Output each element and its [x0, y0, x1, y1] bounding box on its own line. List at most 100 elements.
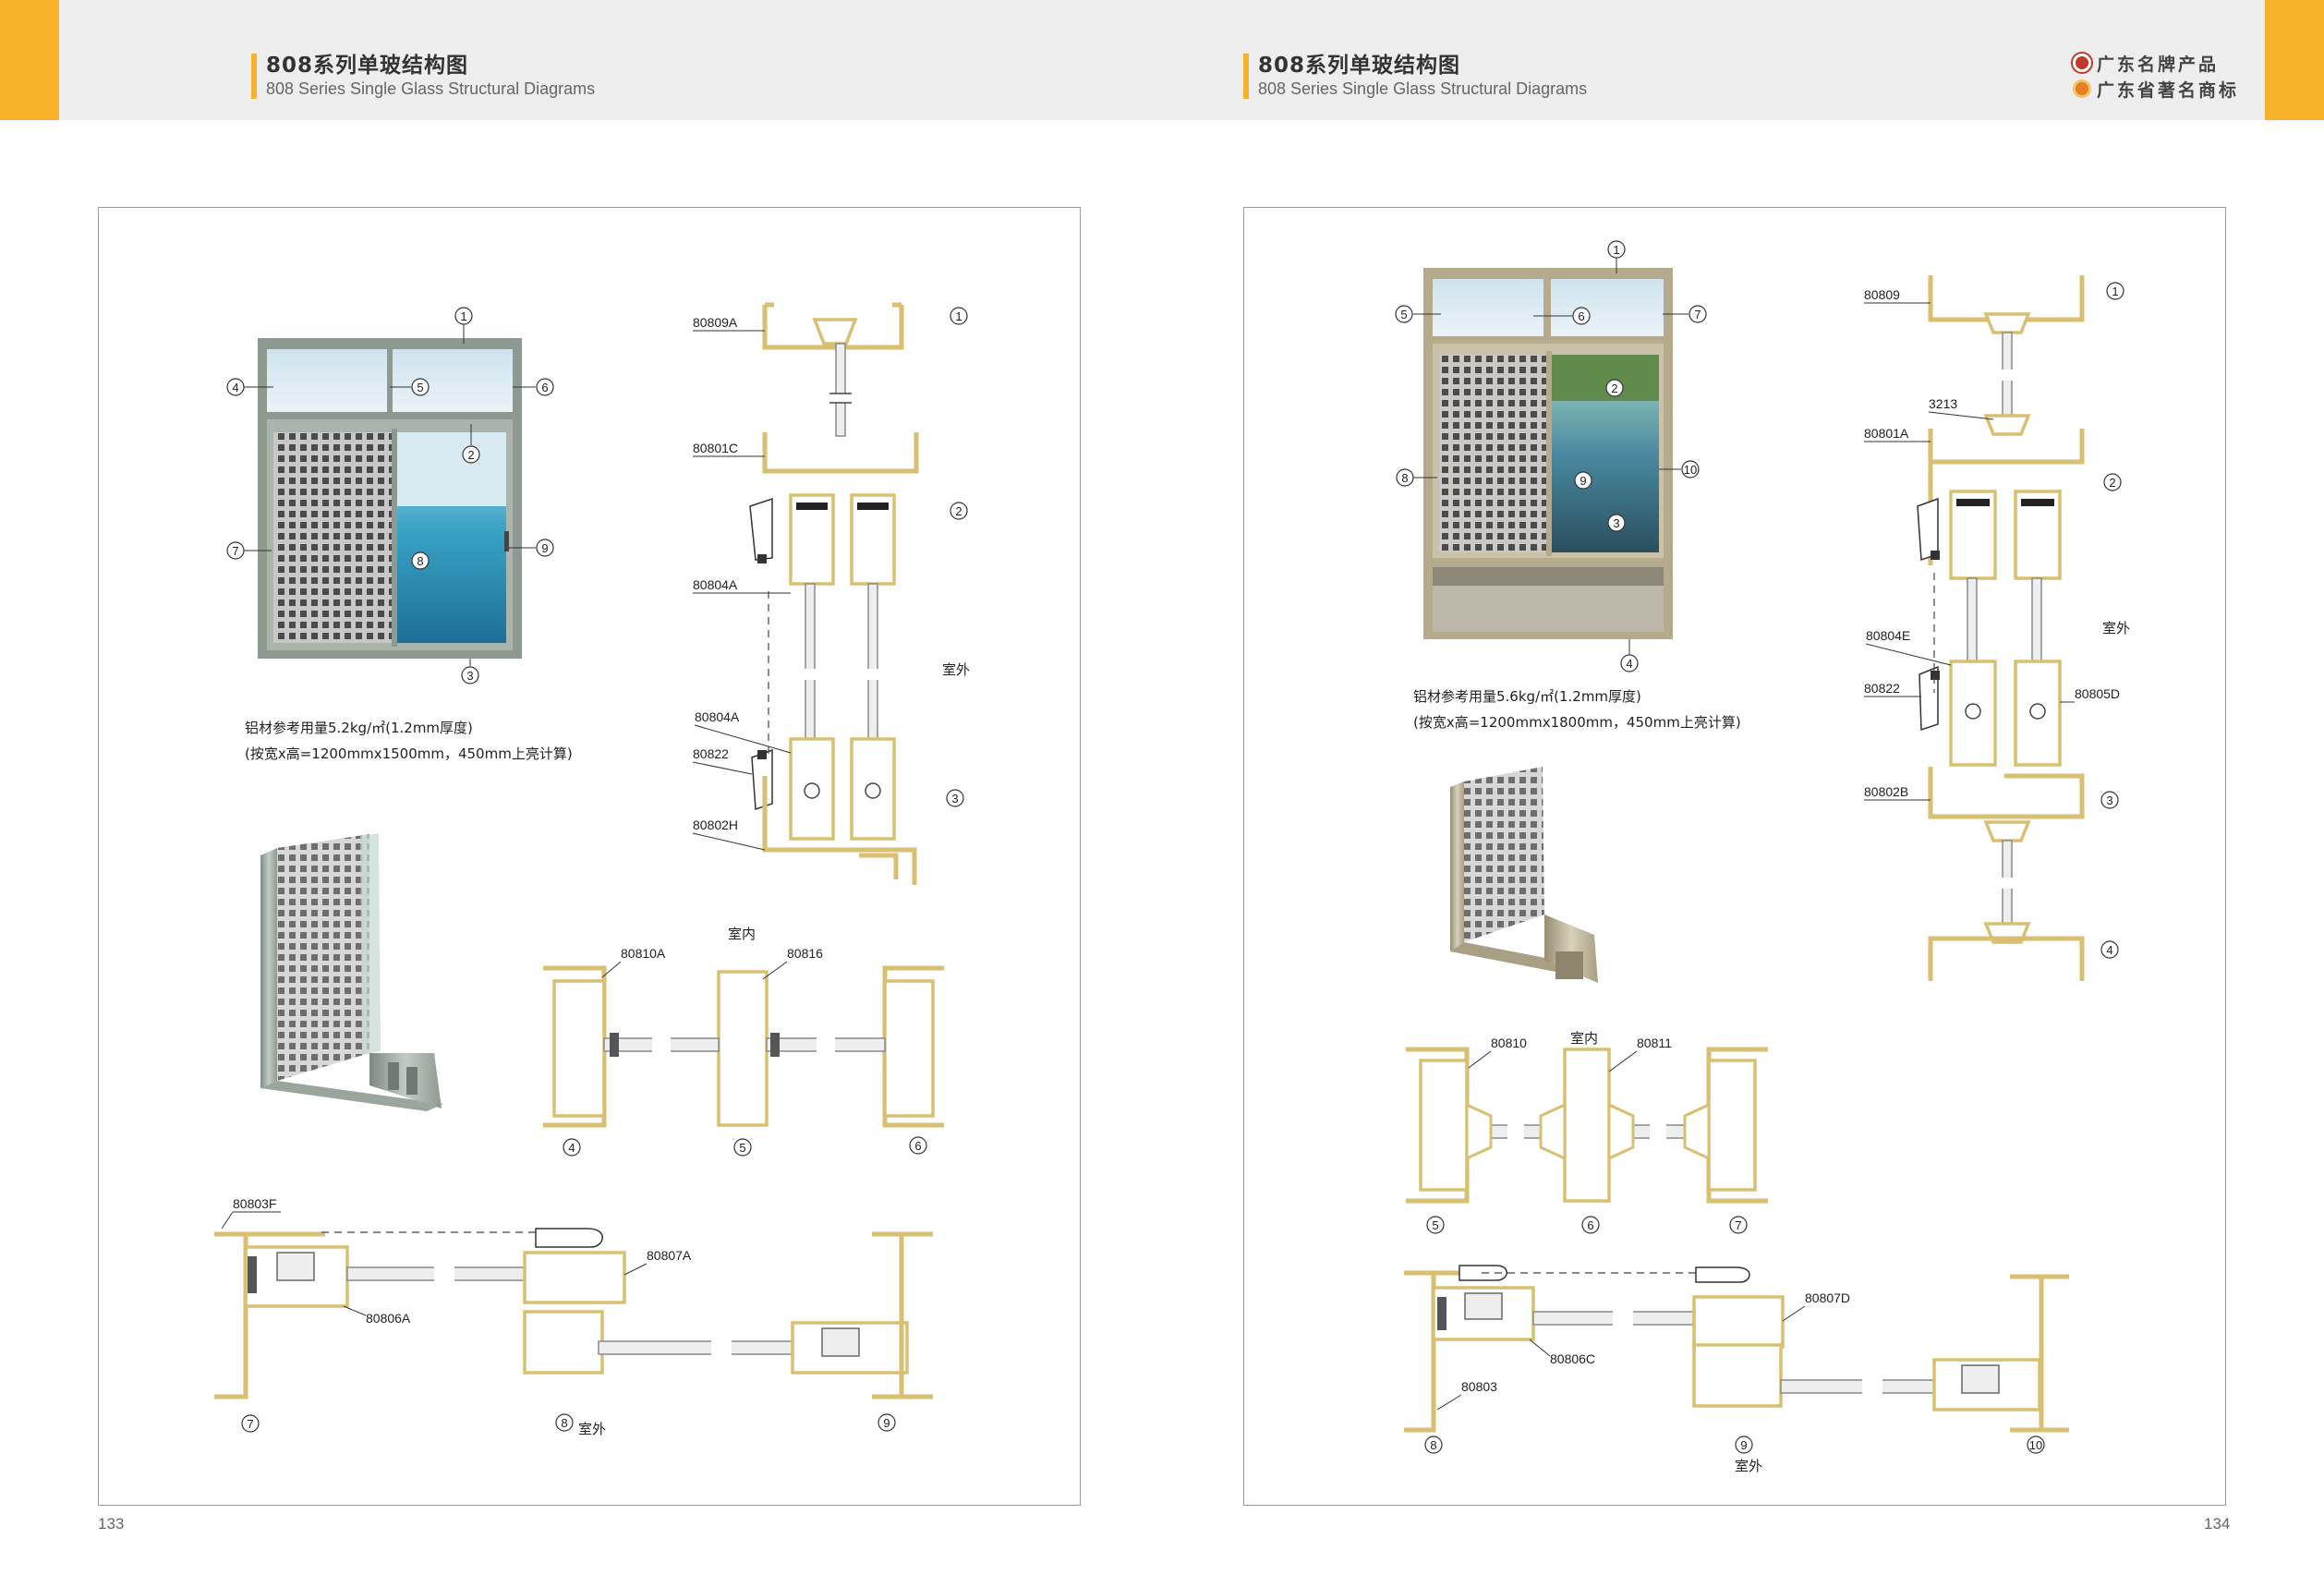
callout-2: 2 — [462, 445, 480, 464]
left-transom-section: 80810A 80816 室内 4 5 6 — [543, 926, 944, 1157]
r-callout-2: 2 — [1605, 379, 1624, 397]
lt-label-80810A: 80810A — [601, 946, 666, 978]
right-material-note-2: (按宽x高=1200mmx1800mm，450mm上亮计算) — [1413, 714, 1741, 731]
svg-text:80809A: 80809A — [693, 315, 738, 330]
svg-text:80822: 80822 — [693, 746, 729, 761]
svg-text:80822: 80822 — [1864, 681, 1900, 696]
svg-text:3: 3 — [466, 669, 473, 683]
svg-text:80801C: 80801C — [693, 441, 738, 455]
svg-text:1: 1 — [1613, 243, 1619, 257]
left-material-note-2: (按宽x高=1200mmx1500mm，450mm上亮计算) — [245, 745, 573, 762]
r-callout-10: 10 — [1681, 460, 1700, 479]
rv-label-80809: 80809 — [1864, 287, 1931, 304]
svg-text:80804E: 80804E — [1866, 628, 1910, 643]
r-callout-9: 9 — [1574, 471, 1592, 490]
lh-outdoor-label: 室外 — [578, 1421, 606, 1437]
right-page-title: 808系列单玻结构图 808 Series Single Glass Struc… — [1243, 54, 1587, 99]
r-callout-7: 7 — [1689, 305, 1707, 323]
left-accent-tab — [0, 0, 59, 120]
lh-label-80806A: 80806A — [343, 1305, 411, 1326]
svg-text:2: 2 — [1611, 382, 1617, 395]
r-callout-8: 8 — [1396, 468, 1414, 487]
svg-text:3213: 3213 — [1929, 396, 1957, 411]
svg-text:7: 7 — [1694, 308, 1701, 321]
right-accent-tab — [2265, 0, 2324, 120]
lv-label-80802H: 80802H — [692, 818, 766, 851]
svg-text:5: 5 — [1432, 1218, 1438, 1232]
rv-callout-1: 1 — [2106, 282, 2124, 300]
svg-text:80816: 80816 — [787, 946, 823, 961]
svg-text:3: 3 — [1613, 516, 1619, 530]
svg-text:80802B: 80802B — [1864, 784, 1908, 799]
svg-text:8: 8 — [1430, 1438, 1436, 1452]
rh-callout-10: 10 — [2027, 1436, 2045, 1454]
rh-label-80806C: 80806C — [1529, 1339, 1595, 1366]
r-callout-4: 4 — [1620, 654, 1639, 672]
r-callout-6: 6 — [1572, 307, 1591, 325]
lh-callout-8: 8 — [555, 1413, 574, 1432]
rh-label-80807D: 80807D — [1782, 1290, 1850, 1322]
svg-text:7: 7 — [232, 544, 238, 558]
svg-text:9: 9 — [883, 1416, 890, 1430]
callout-9: 9 — [536, 539, 554, 557]
lv-outdoor-label: 室外 — [942, 661, 970, 678]
svg-text:5: 5 — [1400, 308, 1407, 321]
rv-outdoor-label: 室外 — [2102, 620, 2130, 636]
rh-outdoor-label: 室外 — [1735, 1458, 1762, 1474]
right-horizontal-section: 80807D 80806C 80803 8 9 10 室外 — [1404, 1265, 2069, 1474]
svg-text:80809: 80809 — [1864, 287, 1900, 302]
award-badges: 广东名牌产品 广东省著名商标 — [2073, 50, 2239, 102]
right-vertical-section: 80809 3213 80801A 80804E 80822 80805D 80… — [1864, 275, 2130, 981]
badge-brand-text: 广东名牌产品 — [2097, 54, 2220, 75]
right-page-number: 134 — [2204, 1515, 2231, 1532]
rv-label-80804E: 80804E — [1865, 628, 1952, 666]
lv-callout-2: 2 — [950, 502, 968, 520]
svg-text:80807D: 80807D — [1805, 1290, 1850, 1305]
svg-text:2: 2 — [955, 504, 962, 518]
rv-label-3213: 3213 — [1928, 396, 1994, 420]
r-callout-5: 5 — [1395, 305, 1413, 323]
lv-label-80809A: 80809A — [693, 315, 765, 332]
lt-callout-6: 6 — [909, 1136, 927, 1155]
callout-7: 7 — [226, 541, 245, 560]
r-callout-1: 1 — [1607, 240, 1626, 259]
lv-label-80804A-top: 80804A — [693, 577, 791, 594]
lv-callout-1: 1 — [950, 307, 968, 325]
lt-callout-5: 5 — [733, 1138, 752, 1157]
rv-callout-3: 3 — [2100, 791, 2119, 809]
rv-callout-2: 2 — [2103, 473, 2122, 491]
right-title-en: 808 Series Single Glass Structural Diagr… — [1258, 79, 1588, 98]
callout-6: 6 — [536, 378, 554, 396]
svg-text:7: 7 — [1735, 1218, 1741, 1232]
famous-trademark-icon — [2073, 79, 2091, 98]
callout-1: 1 — [454, 307, 473, 325]
svg-text:80807A: 80807A — [647, 1248, 692, 1263]
lv-label-80801C: 80801C — [693, 441, 765, 457]
rv-label-80822: 80822 — [1864, 681, 1921, 697]
lv-callout-3: 3 — [946, 789, 964, 807]
svg-text:9: 9 — [1580, 474, 1586, 488]
svg-text:5: 5 — [417, 381, 423, 394]
lt-label-80816: 80816 — [762, 946, 823, 980]
rt-callout-7: 7 — [1729, 1216, 1748, 1234]
callout-5: 5 — [411, 378, 430, 396]
svg-text:80811: 80811 — [1637, 1036, 1672, 1050]
rh-callout-8: 8 — [1424, 1436, 1443, 1454]
svg-text:7: 7 — [247, 1417, 253, 1431]
left-material-note-1: 铝材参考用量5.2kg/㎡(1.2mm厚度) — [245, 720, 473, 736]
lh-callout-9: 9 — [878, 1413, 896, 1432]
callout-4: 4 — [226, 378, 245, 396]
lh-label-80807A: 80807A — [623, 1248, 692, 1276]
right-window-photo — [1423, 268, 1673, 639]
svg-text:4: 4 — [232, 381, 238, 394]
svg-text:80805D: 80805D — [2075, 686, 2120, 701]
left-corner-profile-photo — [260, 833, 443, 1111]
right-page-frame — [1243, 207, 2226, 1506]
svg-text:1: 1 — [955, 309, 962, 323]
rv-label-80805D: 80805D — [2060, 686, 2120, 703]
right-title-cn: 808系列单玻结构图 — [1258, 54, 1461, 78]
lh-label-80803F: 80803F — [221, 1196, 281, 1230]
left-page-title: 808系列单玻结构图 808 Series Single Glass Struc… — [251, 54, 595, 99]
svg-text:80803F: 80803F — [233, 1196, 276, 1211]
